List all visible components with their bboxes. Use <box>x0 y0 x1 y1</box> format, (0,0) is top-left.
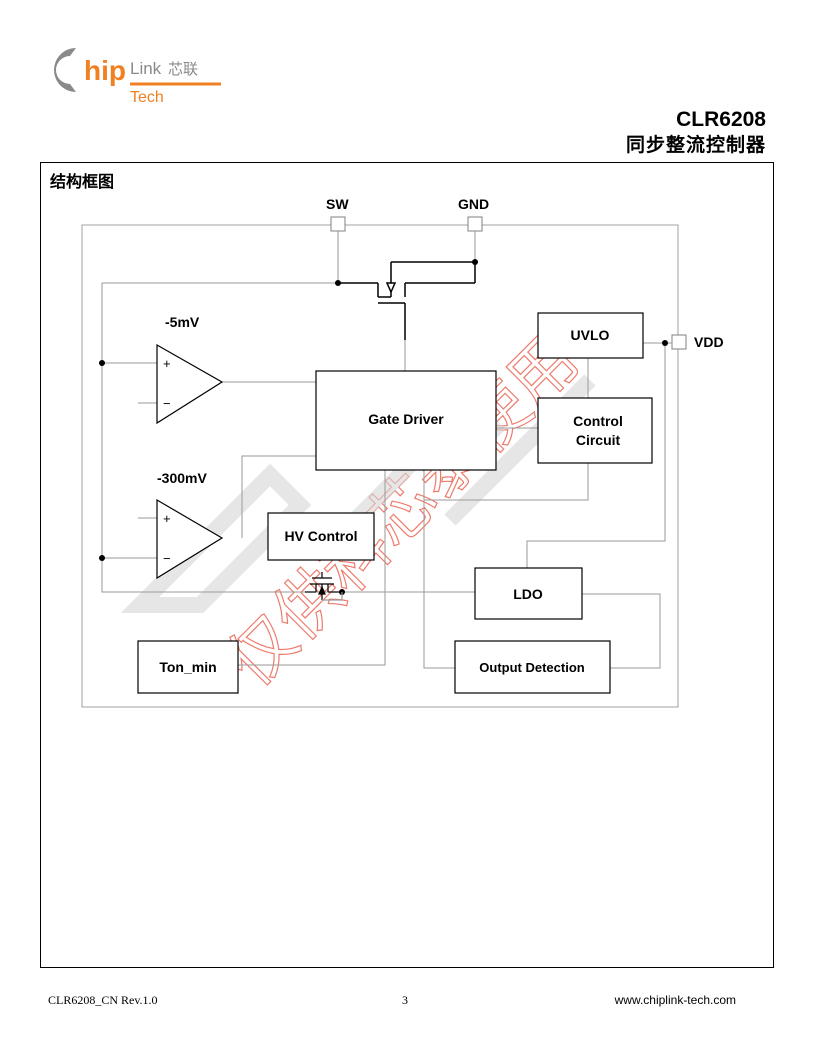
threshold-bottom-label: -300mV <box>157 470 207 486</box>
threshold-top-label: -5mV <box>165 314 200 330</box>
gate-driver-block <box>315 370 497 471</box>
main-mosfet-symbol <box>338 261 476 340</box>
pin-gnd-pad <box>467 216 483 232</box>
comparator-top-minus: − <box>163 396 171 411</box>
part-number: CLR6208 <box>676 108 766 131</box>
pin-sw-label: SW <box>326 196 349 212</box>
pin-vdd-label: VDD <box>694 334 724 350</box>
section-title: 结构框图 <box>50 172 115 191</box>
logo-c-mark <box>54 48 76 92</box>
logo-brand-text: Link <box>130 59 162 78</box>
logo-sub-text: Tech <box>130 89 164 106</box>
hv-control-block <box>267 512 375 561</box>
pin-sw-pad <box>330 216 346 232</box>
gate-driver-label: Gate Driver <box>368 411 444 427</box>
control-circuit-label-2: Circuit <box>576 432 621 448</box>
comparator-bottom: + − <box>156 498 224 580</box>
junction-dots <box>99 259 668 595</box>
document-title: CLR6208 同步整流控制器 <box>626 108 766 158</box>
part-subtitle: 同步整流控制器 <box>625 134 766 156</box>
ic-boundary <box>81 224 679 708</box>
comparator-top-plus: + <box>163 356 171 371</box>
ton-min-label: Ton_min <box>159 659 216 675</box>
control-circuit-block <box>537 397 653 464</box>
hv-mosfet-symbol <box>305 572 343 601</box>
comparator-bottom-plus: + <box>163 511 171 526</box>
uvlo-block <box>537 312 644 359</box>
pin-vdd-pad <box>671 334 687 350</box>
pin-gnd-label: GND <box>458 196 489 212</box>
footer-doc-code: CLR6208_CN Rev.1.0 <box>48 993 158 1007</box>
logo-cn-text: 芯联 <box>168 60 198 78</box>
wiring <box>101 231 672 669</box>
output-detection-label: Output Detection <box>479 660 584 675</box>
footer-page-number: 3 <box>402 993 408 1007</box>
ton-min-block <box>137 640 239 694</box>
content-frame <box>40 162 774 968</box>
comparator-bottom-minus: − <box>163 551 171 566</box>
output-detection-block <box>454 640 611 694</box>
hv-control-label: HV Control <box>284 528 357 544</box>
uvlo-label: UVLO <box>571 327 610 343</box>
logo-hip: hip <box>84 55 126 86</box>
control-circuit-label-1: Control <box>573 413 623 429</box>
ldo-block <box>474 567 583 620</box>
comparator-top: + − <box>156 343 224 425</box>
footer-website: www.chiplink-tech.com <box>614 993 736 1007</box>
ldo-label: LDO <box>513 586 543 602</box>
chiplink-logo: hip Link 芯联 Tech <box>54 48 221 106</box>
